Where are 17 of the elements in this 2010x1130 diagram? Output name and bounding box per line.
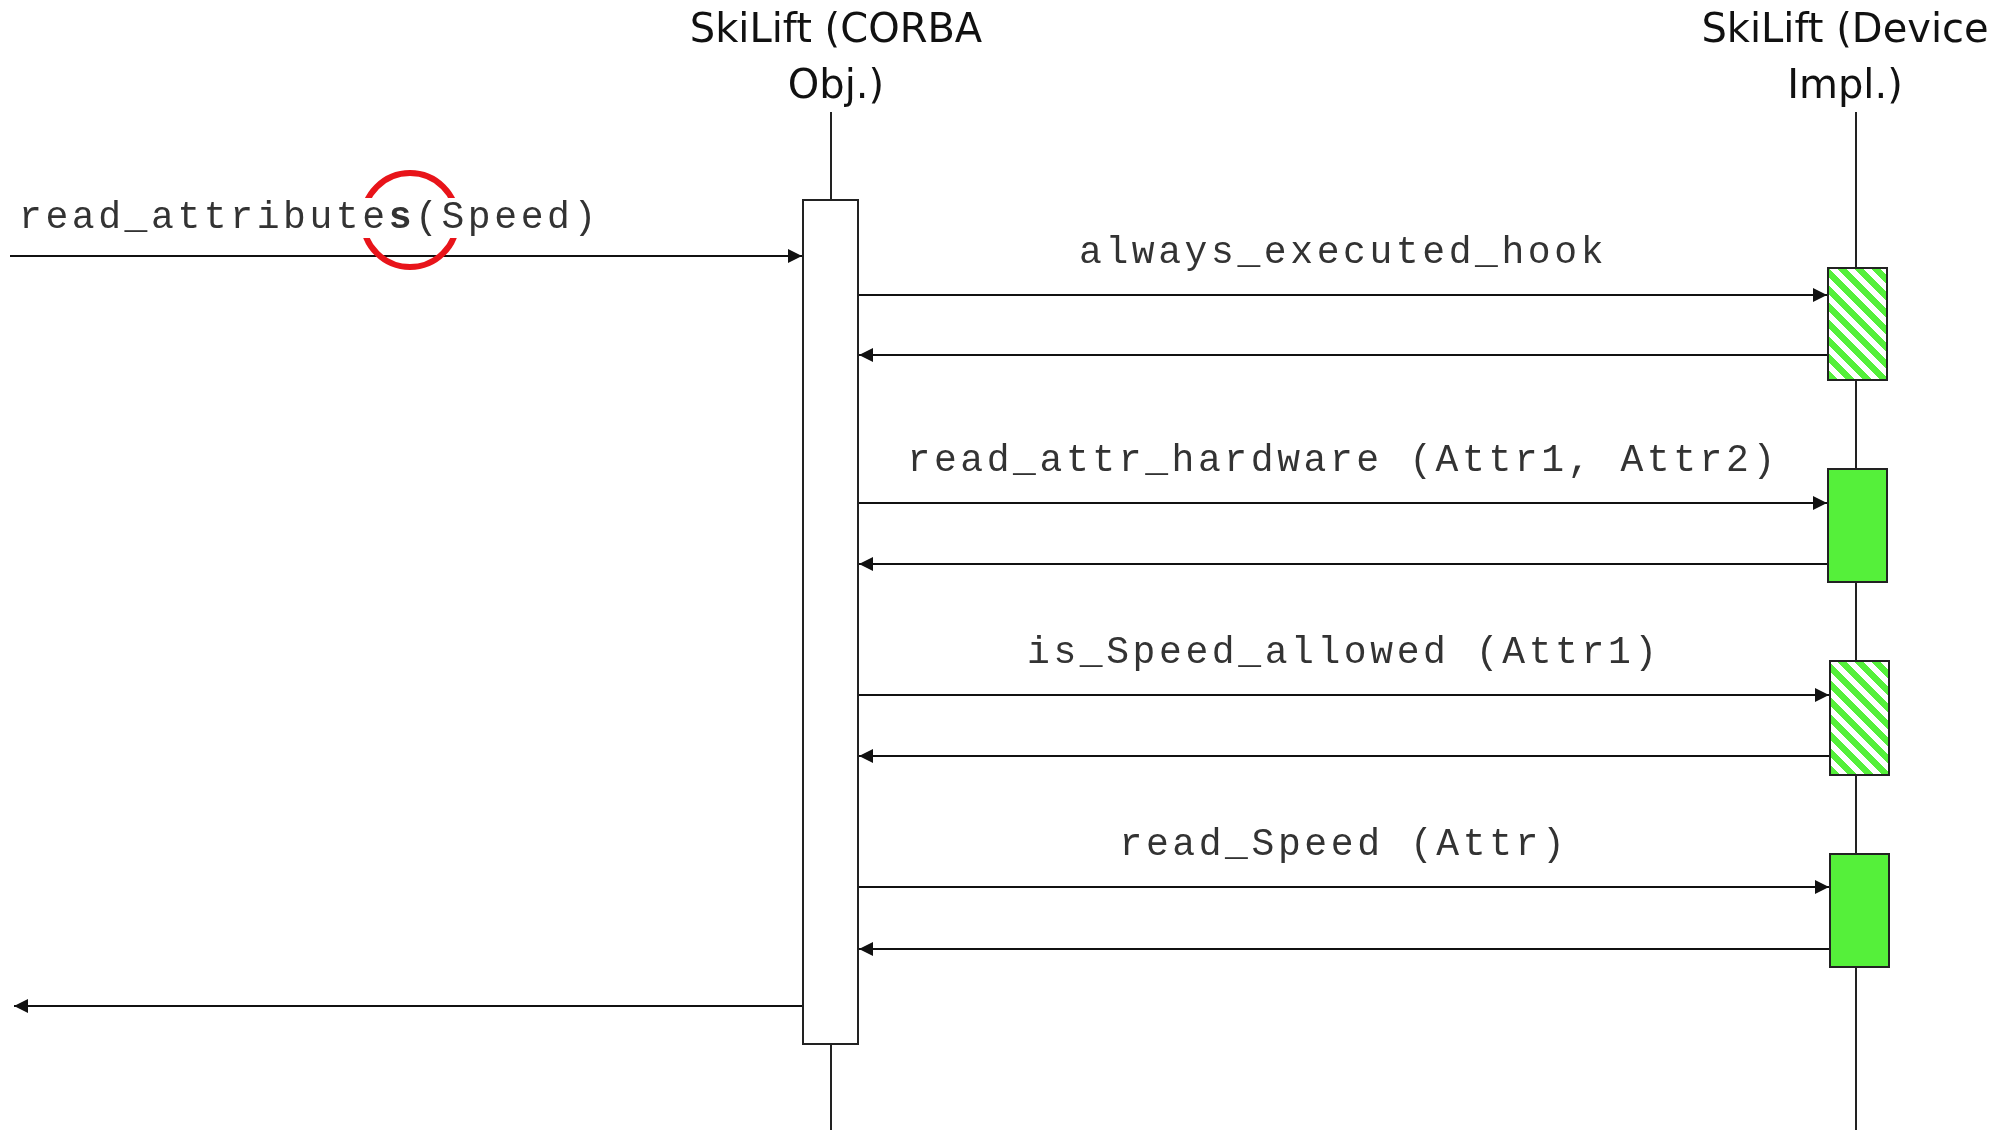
- activation-bar: [802, 199, 859, 1045]
- activation-bar: [1829, 853, 1890, 968]
- message-arrow: [858, 348, 1828, 362]
- activation-bar: [1829, 660, 1890, 776]
- activation-bar: [1827, 267, 1888, 381]
- message-arrow: [858, 942, 1830, 956]
- message-arrow: [858, 496, 1828, 510]
- message-arrow: [858, 880, 1830, 894]
- message-arrow: [13, 999, 803, 1013]
- lifeline-title: SkiLift (Device Impl.): [1700, 4, 1990, 109]
- activation-bar: [1827, 468, 1888, 583]
- message-arrow: [858, 688, 1830, 702]
- message-arrow: [858, 557, 1828, 571]
- message-arrow: [858, 749, 1830, 763]
- message-arrow: [858, 288, 1828, 302]
- message-arrow: [9, 249, 803, 263]
- lifeline-title: SkiLift (CORBA Obj.): [688, 4, 984, 109]
